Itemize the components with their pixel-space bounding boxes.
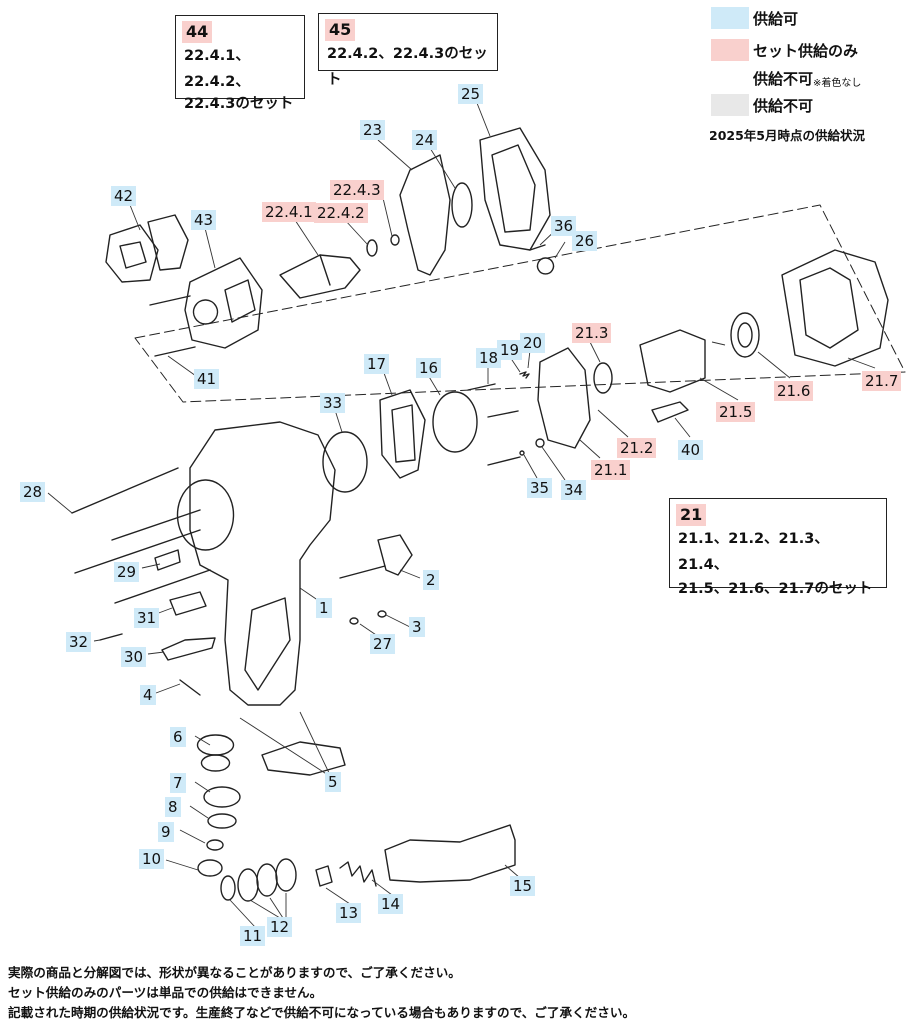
part-label-12: 12 bbox=[267, 917, 293, 937]
part-label-11: 11 bbox=[240, 926, 266, 946]
footer-note-1: 実際の商品と分解図では、形状が異なることがありますので、ご了承ください。 bbox=[8, 965, 461, 980]
part-label-9: 9 bbox=[158, 822, 174, 842]
part-label-5: 5 bbox=[325, 772, 341, 792]
part-label-14: 14 bbox=[378, 894, 404, 914]
part-label-4: 4 bbox=[140, 685, 156, 705]
part-label-15: 15 bbox=[510, 876, 536, 896]
legend-uncolored: 供給不可 ※着色なし bbox=[753, 68, 861, 89]
part-label-27: 27 bbox=[370, 634, 396, 654]
set-box-45-line1: 22.4.2、22.4.3のセット bbox=[327, 46, 488, 88]
part-label-16: 16 bbox=[416, 358, 442, 378]
legend-uncolored-label: 供給不可 bbox=[753, 70, 814, 88]
part-label-6: 6 bbox=[170, 727, 186, 747]
part-label-28: 28 bbox=[20, 482, 46, 502]
part-label-31: 31 bbox=[134, 608, 160, 628]
part-label-22-4-3: 22.4.3 bbox=[330, 180, 384, 200]
legend-unavailable: 供給不可 bbox=[711, 94, 813, 116]
part-label-1: 1 bbox=[316, 598, 332, 618]
part-label-23: 23 bbox=[360, 120, 386, 140]
part-label-21-3: 21.3 bbox=[572, 323, 612, 343]
legend-set-only-label: セット供給のみ bbox=[753, 41, 859, 60]
part-label-41: 41 bbox=[194, 369, 220, 389]
footer-note-3: 記載された時期の供給状況です。生産終了などで供給不可になっている場合もありますの… bbox=[8, 1005, 636, 1020]
legend-available: 供給可 bbox=[711, 7, 798, 29]
set-box-44-line1: 22.4.1、22.4.2、 bbox=[184, 48, 250, 90]
legend-set-only: セット供給のみ bbox=[711, 39, 858, 61]
part-label-43: 43 bbox=[191, 210, 217, 230]
part-label-21-1: 21.1 bbox=[591, 460, 631, 480]
part-label-33: 33 bbox=[320, 393, 346, 413]
part-label-21-7: 21.7 bbox=[862, 371, 902, 391]
set-box-44-line2: 22.4.3のセット bbox=[184, 96, 294, 112]
legend-status-date: 2025年5月時点の供給状況 bbox=[709, 125, 865, 144]
legend-swatch-available bbox=[711, 7, 749, 29]
part-label-29: 29 bbox=[114, 562, 140, 582]
part-label-19: 19 bbox=[497, 340, 523, 360]
legend-uncolored-suffix: ※着色なし bbox=[813, 78, 862, 89]
part-label-32: 32 bbox=[66, 632, 92, 652]
set-box-44: 44 22.4.1、22.4.2、 22.4.3のセット bbox=[175, 15, 305, 112]
part-label-21-2: 21.2 bbox=[617, 438, 657, 458]
set-box-21-line2: 21.5、21.6、21.7のセット bbox=[678, 581, 873, 597]
legend-available-label: 供給可 bbox=[753, 9, 799, 28]
part-label-7: 7 bbox=[170, 773, 186, 793]
legend-status-date-text: 2025年5月時点の供給状況 bbox=[709, 128, 865, 143]
part-label-13: 13 bbox=[336, 903, 362, 923]
set-box-45-number: 45 bbox=[325, 19, 356, 41]
part-label-21-5: 21.5 bbox=[716, 402, 756, 422]
set-box-21-number: 21 bbox=[676, 504, 707, 526]
set-box-21: 21 21.1、21.2、21.3、21.4、 21.5、21.6、21.7のセ… bbox=[669, 498, 887, 597]
part-label-34: 34 bbox=[561, 480, 587, 500]
legend-unavailable-label: 供給不可 bbox=[753, 96, 814, 115]
set-box-45: 45 22.4.2、22.4.3のセット bbox=[318, 13, 498, 88]
part-label-24: 24 bbox=[412, 130, 438, 150]
part-label-25: 25 bbox=[458, 84, 484, 104]
part-label-20: 20 bbox=[520, 333, 546, 353]
part-label-30: 30 bbox=[121, 647, 147, 667]
part-label-3: 3 bbox=[409, 617, 425, 637]
footer-note-2: セット供給のみのパーツは単品での供給はできません。 bbox=[8, 985, 323, 1000]
part-label-22-4-1: 22.4.1 bbox=[262, 202, 316, 222]
part-label-8: 8 bbox=[165, 797, 181, 817]
part-label-35: 35 bbox=[527, 478, 553, 498]
set-box-21-line1: 21.1、21.2、21.3、21.4、 bbox=[678, 531, 829, 573]
part-label-26: 26 bbox=[572, 231, 598, 251]
legend-swatch-set-only bbox=[711, 39, 749, 61]
part-label-36: 36 bbox=[551, 216, 577, 236]
part-label-42: 42 bbox=[111, 186, 137, 206]
legend-swatch-unavailable bbox=[711, 94, 749, 116]
part-label-10: 10 bbox=[139, 849, 165, 869]
part-label-17: 17 bbox=[364, 354, 390, 374]
part-label-18: 18 bbox=[476, 348, 502, 368]
part-label-22-4-2: 22.4.2 bbox=[314, 203, 368, 223]
part-label-40: 40 bbox=[678, 440, 704, 460]
set-box-44-number: 44 bbox=[182, 21, 213, 43]
part-label-2: 2 bbox=[423, 570, 439, 590]
part-label-21-6: 21.6 bbox=[774, 381, 814, 401]
